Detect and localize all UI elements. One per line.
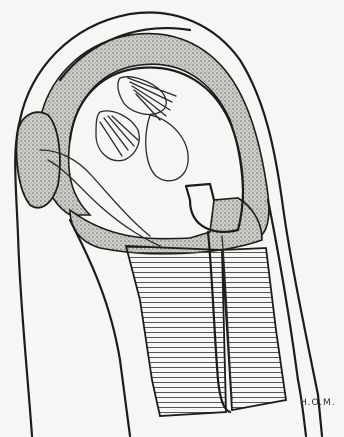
anterior-lobe: [17, 112, 60, 207]
artist-signature: H.O.M.: [300, 398, 336, 408]
organ-lower-loop: [146, 115, 188, 181]
inner-body-wall: [70, 220, 130, 436]
collar-shading: [70, 198, 262, 254]
